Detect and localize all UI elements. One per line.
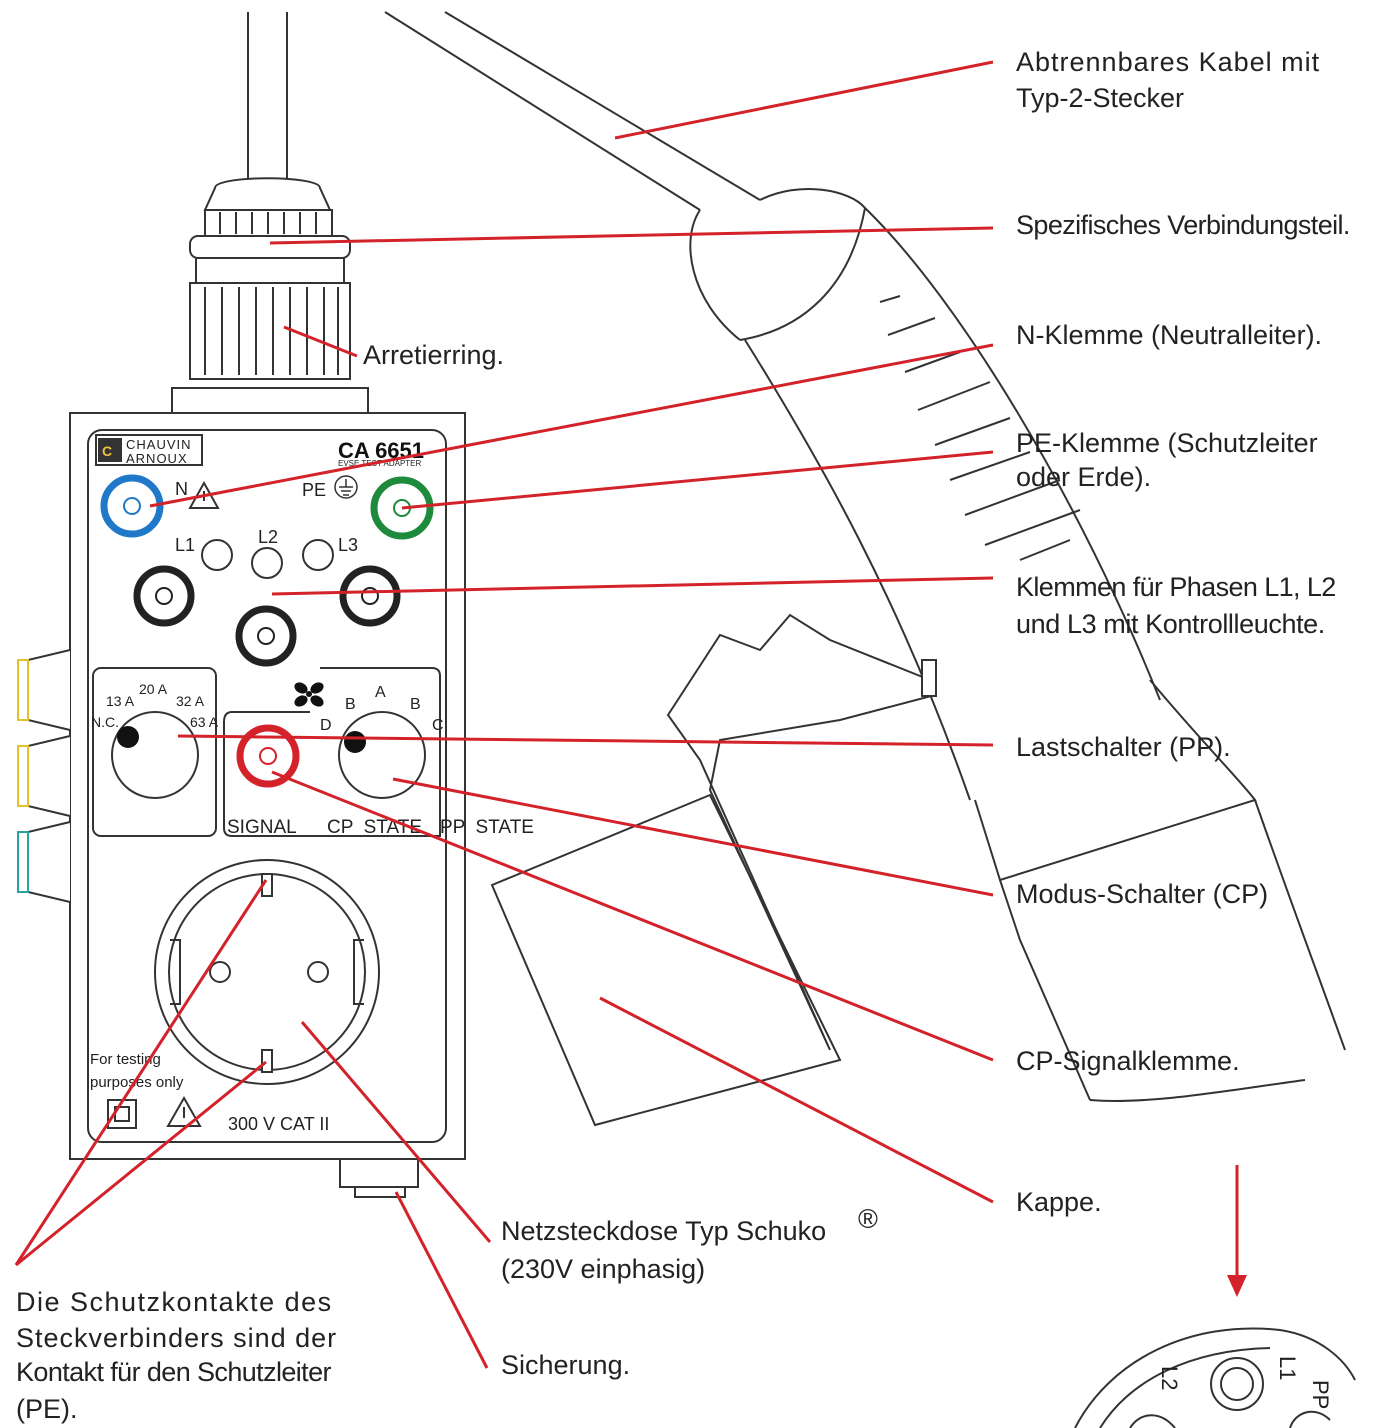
l1-lamp — [201, 539, 233, 571]
type2-cable-sketch — [384, 11, 1346, 1127]
pp-state-label: PP STATE — [440, 817, 534, 838]
brand-line1: CHAUVIN — [126, 437, 192, 452]
label-locking-ring: Arretierring. — [363, 340, 504, 370]
label-contacts-line1: Die Schutzkontakte des — [16, 1287, 333, 1317]
label-cp-terminal: CP-Signalklemme. — [1016, 1046, 1240, 1076]
pp-13a: 13 A — [106, 693, 135, 709]
cp-b-left: B — [345, 696, 356, 713]
label-cable-line2: Typ-2-Stecker — [1016, 83, 1184, 113]
label-pe-terminal-line2: oder Erde). — [1016, 462, 1151, 492]
label-mode-switch: Modus-Schalter (CP) — [1016, 879, 1268, 909]
label-socket-line1: Netzsteckdose Typ Schuko — [501, 1216, 826, 1246]
l2-lamp — [251, 547, 283, 579]
label-fuse: Sicherung. — [501, 1350, 630, 1380]
cable-gland — [171, 12, 369, 415]
label-n-terminal: N-Klemme (Neutralleiter). — [1016, 320, 1322, 350]
cp-b-right: B — [410, 696, 421, 713]
l2-mark: L2 — [258, 527, 278, 547]
testing-line1: For testing — [90, 1051, 161, 1068]
pp-20a: 20 A — [139, 681, 168, 697]
l2-terminal[interactable] — [235, 605, 297, 667]
brand-logo: C CHAUVIN ARNOUX — [95, 434, 203, 466]
testing-line2: purposes only — [90, 1074, 184, 1091]
brand-line2: ARNOUX — [126, 451, 188, 466]
label-connector-part: Spezifisches Verbindungsteil. — [1016, 210, 1350, 240]
connector-face — [1074, 1165, 1356, 1428]
l3-lamp — [302, 539, 334, 571]
n-mark: N — [175, 479, 188, 499]
caution-icon — [166, 1095, 202, 1127]
l3-terminal[interactable] — [339, 565, 401, 627]
label-socket-line2: (230V einphasig) — [501, 1254, 705, 1284]
label-cap: Kappe. — [1016, 1187, 1102, 1217]
label-pe-terminal-line1: PE-Klemme (Schutzleiter — [1016, 428, 1318, 458]
label-load-switch: Lastschalter (PP). — [1016, 732, 1231, 762]
pe-mark: PE — [302, 480, 326, 500]
cp-a: A — [375, 684, 386, 701]
rating-label: 300 V CAT II — [228, 1114, 329, 1134]
l1-terminal[interactable] — [133, 565, 195, 627]
cp-mode-switch[interactable] — [338, 711, 426, 799]
cp-c: C — [432, 717, 444, 734]
label-contacts-line2: Steckverbinders sind der — [16, 1323, 337, 1353]
connector-pp: PP — [1308, 1380, 1333, 1409]
model-name: CA 6651 — [338, 438, 424, 463]
l3-mark: L3 — [338, 535, 358, 555]
n-terminal[interactable] — [100, 474, 164, 538]
label-socket-registered: ® — [858, 1204, 878, 1234]
label-phases-line1: Klemmen für Phasen L1, L2 — [1016, 572, 1336, 602]
pp-32a: 32 A — [176, 693, 205, 709]
cp-signal-terminal[interactable] — [236, 724, 300, 788]
label-cable-line1: Abtrennbares Kabel mit — [1016, 47, 1320, 77]
pp-load-switch[interactable] — [111, 711, 199, 799]
label-contacts-line3: Kontakt für den Schutzleiter — [16, 1357, 331, 1387]
pp-nc: N.C. — [91, 714, 119, 730]
cp-d: D — [320, 717, 332, 734]
l1-mark: L1 — [175, 535, 195, 555]
fan-icon — [294, 682, 324, 707]
label-phases-line2: und L3 mit Kontrollleuchte. — [1016, 609, 1325, 639]
schuko-socket[interactable] — [154, 859, 380, 1085]
connector-l2: L2 — [1157, 1366, 1182, 1390]
svg-text:C: C — [102, 443, 112, 459]
connector-l1: L1 — [1275, 1356, 1300, 1380]
leader-lines — [14, 60, 994, 1369]
label-contacts-line4: (PE). — [16, 1394, 78, 1424]
pp-63a: 63 A — [190, 714, 219, 730]
signal-label: SIGNAL — [227, 817, 297, 838]
earth-icon — [334, 475, 358, 499]
